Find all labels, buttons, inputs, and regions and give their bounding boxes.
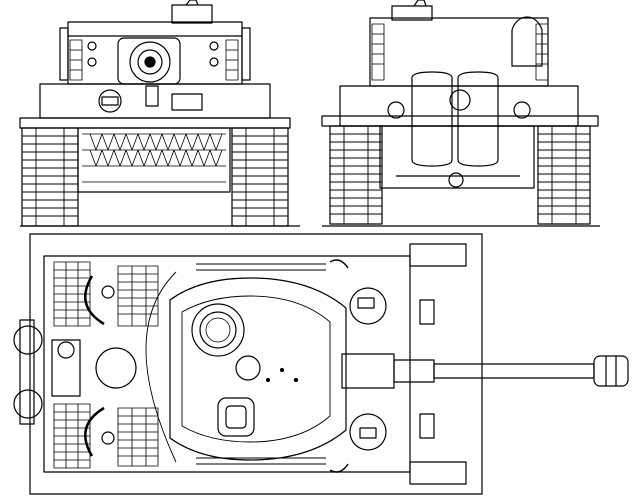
top-tool-rack-upper xyxy=(196,264,326,270)
front-driver-visor xyxy=(99,90,121,112)
top-commander-cupola xyxy=(192,304,244,356)
rear-starter-port xyxy=(450,90,470,110)
rear-upper-hull xyxy=(340,86,578,126)
top-vent xyxy=(236,356,260,380)
rear-left-track xyxy=(330,126,382,224)
front-right-track xyxy=(232,128,288,226)
rear-exhaust-right xyxy=(458,72,498,166)
top-rear-wheel-right xyxy=(14,390,42,418)
rear-cupola xyxy=(392,6,432,20)
rear-fender xyxy=(322,116,598,126)
top-engine-hatch xyxy=(96,348,136,388)
front-fender xyxy=(20,118,290,128)
top-hull-outline xyxy=(30,234,482,494)
front-gun-muzzle xyxy=(130,42,170,82)
top-tool-rack-lower xyxy=(196,458,326,464)
top-turret xyxy=(170,278,346,460)
front-view xyxy=(20,0,300,226)
top-driver-hatch xyxy=(350,288,386,324)
front-cupola xyxy=(172,5,212,23)
top-deck xyxy=(44,256,410,472)
top-main-gun xyxy=(342,354,628,388)
rear-tow-hitch xyxy=(449,173,463,187)
top-muzzle-brake xyxy=(594,356,628,386)
rear-turret-hatch xyxy=(512,17,542,66)
front-left-track xyxy=(22,128,78,226)
top-loader-hatch xyxy=(218,398,254,436)
rear-lower-hull xyxy=(380,126,534,188)
top-turret-ring xyxy=(146,272,176,462)
top-engine-grilles xyxy=(54,262,158,468)
top-cable-upper xyxy=(85,276,104,324)
front-bogie-wheels xyxy=(82,134,226,182)
front-upper-hull xyxy=(40,84,270,118)
rear-right-track xyxy=(538,126,590,224)
top-radio-hatch xyxy=(350,414,386,450)
top-view xyxy=(14,234,628,494)
front-turret xyxy=(68,22,242,84)
front-mg-ball xyxy=(172,94,202,110)
top-cable-lower xyxy=(85,408,104,456)
rear-view xyxy=(322,0,600,226)
rear-exhaust-left xyxy=(412,72,452,166)
top-rear-wheel-left xyxy=(14,326,42,354)
